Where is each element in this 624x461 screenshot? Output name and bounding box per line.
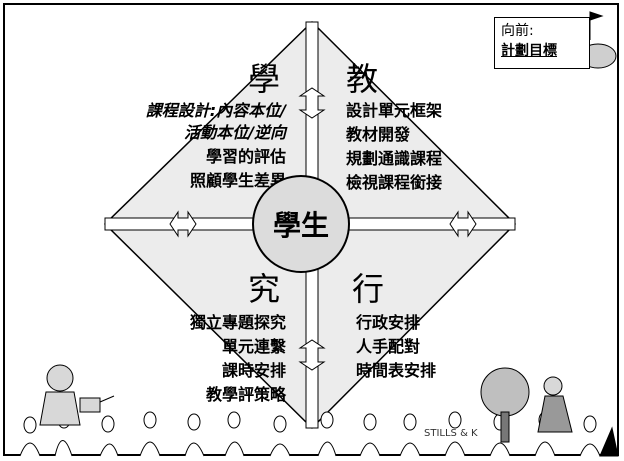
learn-item-1: 課程設計:內容本位/ (145, 101, 286, 120)
act-item-3: 時間表安排 (356, 361, 437, 380)
learn-item-4: 照顧學生差異 (189, 171, 286, 190)
goal-box[interactable]: 向前: 計劃目標 (494, 17, 590, 69)
arrow-top-icon (298, 87, 326, 119)
center-label: 學生 (272, 209, 329, 242)
slide-border (3, 3, 619, 456)
quadrant-learn-title: 學 (248, 60, 281, 98)
goal-box-link[interactable]: 計劃目標 (501, 43, 557, 59)
act-item-2: 人手配對 (356, 337, 421, 356)
quadrant-teach-title: 教 (346, 60, 379, 98)
quadrant-research-title: 究 (248, 270, 281, 308)
footer-credit: STILLS & K (424, 428, 478, 439)
research-item-4: 教學評策略 (205, 385, 286, 404)
goal-box-title: 向前: (501, 23, 534, 39)
tree-gardener-illustration (480, 367, 619, 457)
research-item-1: 獨立專題探究 (189, 313, 286, 332)
act-item-1: 行政安排 (356, 313, 421, 332)
research-item-3: 課時安排 (221, 361, 286, 380)
teach-item-2: 教材開發 (346, 125, 411, 144)
teach-item-3: 規劃通識課程 (346, 149, 443, 168)
arrow-left-icon (169, 210, 197, 238)
teach-item-4: 檢視課程銜接 (346, 173, 443, 192)
arrow-right-icon (449, 210, 477, 238)
arrow-bottom-icon (298, 339, 326, 371)
quadrant-act-title: 行 (352, 270, 385, 308)
learn-item-3: 學習的評估 (205, 147, 286, 166)
center-student-circle: 學生 (252, 175, 350, 273)
child-watering-illustration (39, 364, 115, 426)
teach-item-1: 設計單元框架 (346, 101, 443, 120)
research-item-2: 單元連繫 (221, 337, 286, 356)
learn-item-2: 活動本位/逆向 (184, 123, 286, 142)
